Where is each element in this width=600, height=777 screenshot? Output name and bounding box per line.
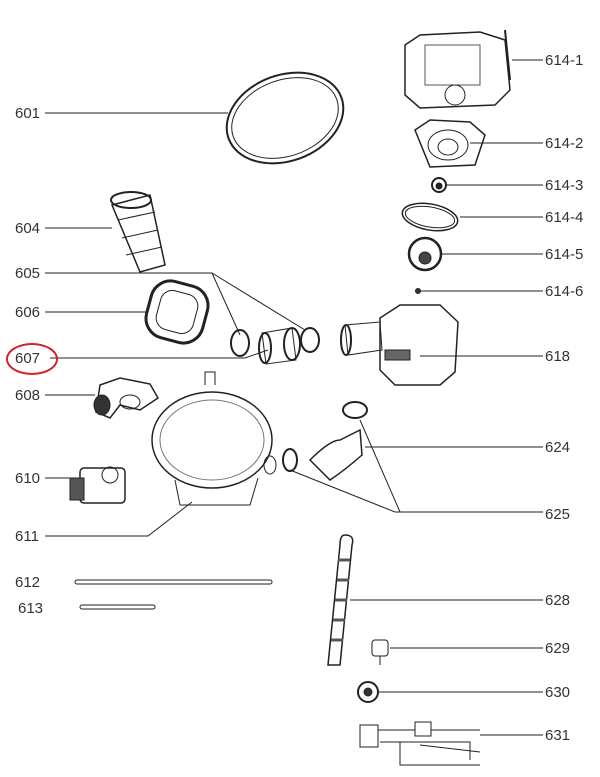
label-601: 601 <box>15 105 41 122</box>
part-601-gasket <box>225 71 345 165</box>
label-625: 625 <box>545 506 571 523</box>
label-604: 604 <box>15 220 41 237</box>
label-610: 610 <box>15 470 41 487</box>
part-614-5-impeller <box>407 236 443 272</box>
part-624-elbow-hose <box>282 401 368 481</box>
part-614-4-oring <box>401 202 459 232</box>
label-606: 606 <box>15 304 41 321</box>
part-630-valve <box>357 681 379 703</box>
part-614-3-nut <box>431 177 447 193</box>
part-628-drain-hose <box>327 534 354 666</box>
part-614-6-screw <box>415 288 421 294</box>
part-631-wire-harness <box>359 721 481 766</box>
label-612: 612 <box>15 574 41 591</box>
part-608-valve <box>93 377 159 419</box>
label-618: 618 <box>545 348 571 365</box>
leader-lines <box>45 59 543 736</box>
highlight-circle-607 <box>6 343 58 375</box>
part-614-2-housing <box>414 119 486 168</box>
label-629: 629 <box>545 640 571 657</box>
label-628: 628 <box>545 592 571 609</box>
label-614-5: 614-5 <box>545 246 584 263</box>
label-614-1: 614-1 <box>545 52 584 69</box>
part-613-rod <box>79 604 156 610</box>
label-614-4: 614-4 <box>545 209 584 226</box>
label-630: 630 <box>545 684 571 701</box>
part-610-drain-pump <box>69 466 126 504</box>
label-631: 631 <box>545 727 571 744</box>
part-618-heater-pump <box>340 304 459 386</box>
part-614-1-motor <box>404 29 511 109</box>
part-611-sump <box>151 371 277 506</box>
part-607-hose-connector <box>258 327 301 365</box>
label-614-6: 614-6 <box>545 283 584 300</box>
part-606-seal <box>144 279 210 345</box>
label-611: 611 <box>15 528 39 545</box>
label-608: 608 <box>15 387 41 404</box>
label-613: 613 <box>18 600 44 617</box>
part-605-rings <box>230 327 320 357</box>
part-604-filter <box>110 191 166 273</box>
label-614-2: 614-2 <box>545 135 584 152</box>
label-605: 605 <box>15 265 41 282</box>
part-612-rod <box>74 579 273 585</box>
part-629-sensor <box>371 639 389 665</box>
label-624: 624 <box>545 439 571 456</box>
label-614-3: 614-3 <box>545 177 584 194</box>
